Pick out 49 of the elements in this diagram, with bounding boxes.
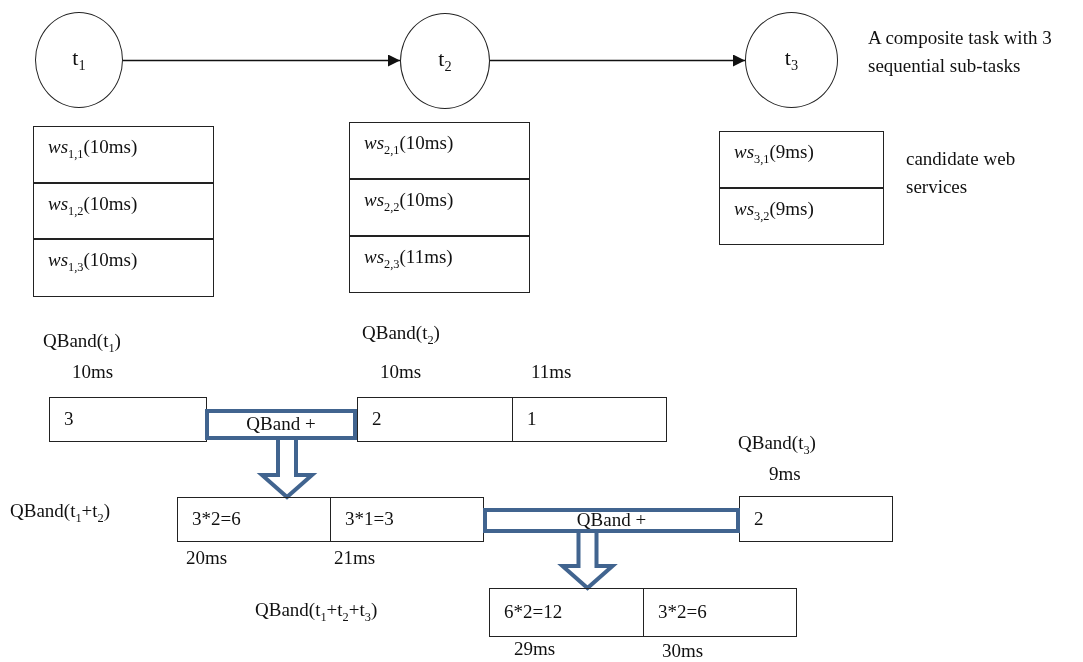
band-value: 6*2=12 <box>504 602 563 623</box>
service-cell <box>349 236 530 293</box>
band-value: 3*2=6 <box>192 509 241 530</box>
band-label: QBand(t$_{1}$+t$_{2}$+t$_{3}$) <box>255 598 378 626</box>
duration-label: 21ms <box>334 548 376 569</box>
duration-label: 10ms <box>72 362 114 383</box>
description-note: candidate web services <box>906 147 1017 199</box>
service-label: ws$_{1,1}$(10ms) <box>48 137 138 162</box>
service-cell <box>349 122 530 179</box>
service-cell <box>719 188 884 245</box>
duration-label: 9ms <box>769 464 801 485</box>
arrow <box>489 54 746 67</box>
duration-label: 20ms <box>186 548 228 569</box>
operator-label: QBand + <box>246 414 316 435</box>
service-label: ws$_{3,1}$(9ms) <box>734 142 814 167</box>
band-label: QBand(t$_{3}$) <box>738 431 816 459</box>
service-label: ws$_{2,3}$(11ms) <box>364 247 453 272</box>
band-value: 2 <box>372 409 382 430</box>
service-cell <box>33 126 214 183</box>
service-cell <box>349 179 530 236</box>
service-cell <box>33 239 214 297</box>
band-value: 3 <box>64 409 74 430</box>
service-label: ws$_{3,2}$(9ms) <box>734 199 814 224</box>
service-cell <box>719 131 884 188</box>
qband-operator-bar <box>205 409 357 440</box>
band-label: QBand(t$_{2}$) <box>362 321 440 349</box>
task-circle <box>400 13 490 109</box>
operator-label: QBand + <box>576 510 647 531</box>
duration-label: 11ms <box>531 362 572 383</box>
band-value: 1 <box>527 409 537 430</box>
duration-label: 29ms <box>514 639 556 660</box>
service-label: ws$_{2,1}$(10ms) <box>364 133 454 158</box>
duration-label: 30ms <box>662 641 704 662</box>
arrow <box>122 54 401 67</box>
task-label: t$_{3}$ <box>784 45 799 75</box>
qband-operator-bar <box>483 508 740 533</box>
band-value: 3*1=3 <box>345 509 394 530</box>
band-label: QBand(t$_{1}$) <box>43 329 121 357</box>
service-label: ws$_{2,2}$(10ms) <box>364 190 454 215</box>
band-label: QBand(t$_{1}$+t$_{2}$) <box>10 499 111 527</box>
service-label: ws$_{1,2}$(10ms) <box>48 194 138 219</box>
task-label: t$_{2}$ <box>438 46 452 76</box>
band-value: 3*2=6 <box>658 602 707 623</box>
description-note: A composite task with 3 sequential sub-tasks <box>868 26 1053 78</box>
service-cell <box>33 183 214 239</box>
service-label: ws$_{1,3}$(10ms) <box>48 250 138 275</box>
task-label: t$_{1}$ <box>72 45 86 75</box>
band-value: 2 <box>754 508 764 530</box>
duration-label: 10ms <box>380 362 422 383</box>
